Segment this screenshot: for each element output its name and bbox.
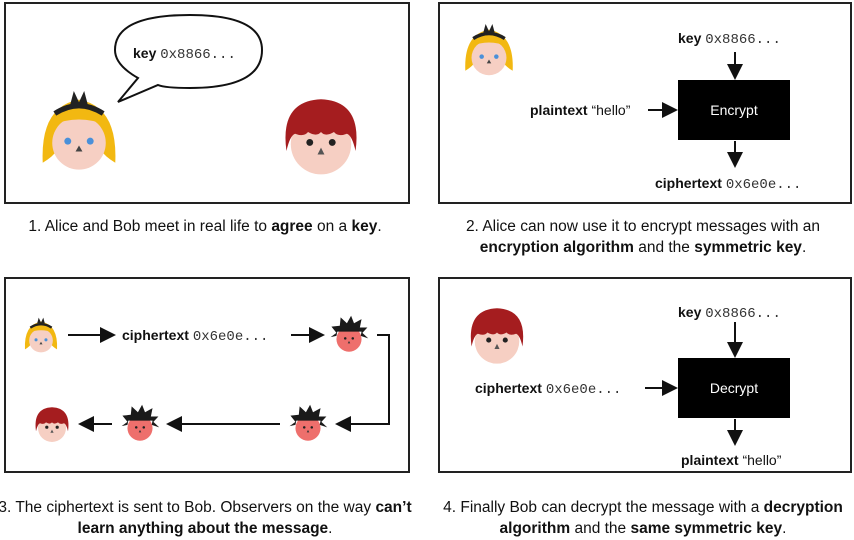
bubble-key-text: key 0x8866... <box>133 45 236 63</box>
key-label: key 0x8866... <box>678 304 781 322</box>
ciphertext-output-label: ciphertext 0x6e0e... <box>655 175 802 193</box>
caption-step-4: 4. Finally Bob can decrypt the message w… <box>443 499 843 537</box>
decrypt-box: Decrypt <box>678 358 790 418</box>
eavesdropper-avatar <box>289 404 328 441</box>
panel-transmit <box>4 277 410 473</box>
bob-avatar <box>285 99 357 175</box>
eavesdropper-avatar <box>121 404 160 441</box>
encrypt-box: Encrypt <box>678 80 790 140</box>
caption-step-1: 1. Alice and Bob meet in real life to ag… <box>28 218 382 235</box>
ciphertext-label: ciphertext 0x6e0e... <box>122 327 269 345</box>
eavesdropper-avatar <box>330 315 369 352</box>
plaintext-output-label: plaintext “hello” <box>681 452 782 468</box>
alice-avatar <box>43 91 116 170</box>
bob-avatar <box>35 407 69 442</box>
key-label: key 0x8866... <box>678 30 781 48</box>
ciphertext-input-label: ciphertext 0x6e0e... <box>475 380 622 398</box>
speech-bubble <box>113 13 264 103</box>
bob-avatar <box>470 308 524 364</box>
plaintext-input-label: plaintext “hello” <box>530 102 631 118</box>
alice-avatar <box>463 22 515 78</box>
caption-step-3: 3. The ciphertext is sent to Bob. Observ… <box>0 499 412 537</box>
caption-step-2: 2. Alice can now use it to encrypt messa… <box>465 218 821 256</box>
alice-avatar <box>23 316 59 354</box>
